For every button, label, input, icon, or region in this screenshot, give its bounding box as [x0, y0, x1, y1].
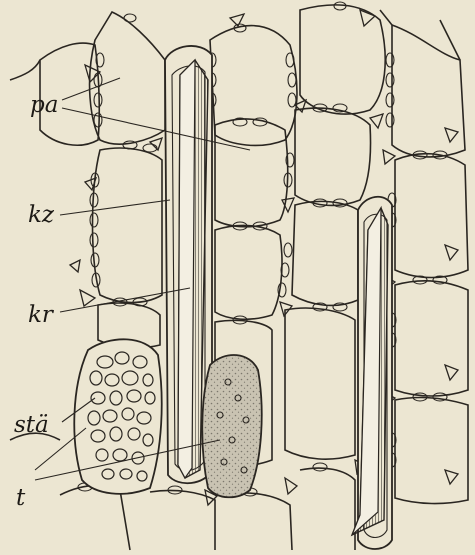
label-kz: kz: [28, 202, 55, 228]
crystal-cell-right: [352, 197, 392, 549]
label-kr: kr: [28, 302, 55, 328]
label-pa: pa: [30, 92, 58, 118]
tannin-cell: [202, 355, 261, 497]
starch-cell: [74, 339, 161, 494]
label-sta: stä: [14, 412, 49, 438]
label-t: t: [16, 485, 26, 511]
